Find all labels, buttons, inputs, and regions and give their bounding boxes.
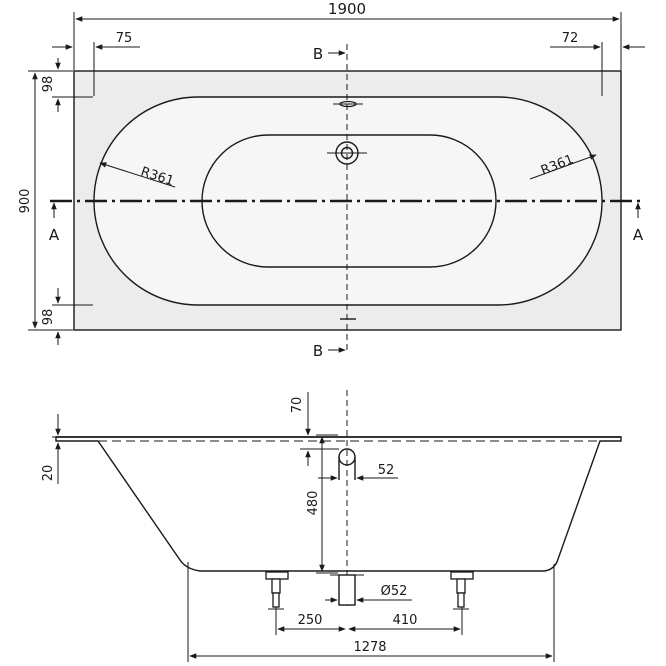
overflow-pipe — [338, 457, 356, 480]
dim-70-label: 70 — [290, 397, 305, 414]
dim-98-bottom-label: 98 — [41, 309, 56, 326]
plan-view: R361 R361 1900 75 72 900 98 98 — [18, 0, 645, 360]
section-a-right-label: A — [633, 226, 644, 244]
section-view: 20 70 52 480 Ø52 250 410 1278 — [41, 390, 622, 662]
dim-20-label: 20 — [41, 465, 56, 482]
dim-410-label: 410 — [393, 613, 418, 628]
section-b-top-label: B — [313, 45, 323, 63]
radius-right-leader — [529, 154, 597, 180]
dim-52-label: 52 — [378, 463, 395, 478]
dim-250-label: 250 — [298, 613, 323, 628]
foot-right — [450, 571, 474, 610]
dim-1278-label: 1278 — [353, 640, 386, 655]
section-b-bottom-label: B — [313, 342, 323, 360]
foot-left — [265, 571, 289, 610]
dim-d52-label: Ø52 — [381, 584, 408, 599]
dim-98-top-label: 98 — [41, 76, 56, 93]
dim-1900-label: 1900 — [328, 0, 366, 18]
dim-75-label: 75 — [116, 31, 133, 46]
tub-outline-section — [55, 436, 622, 572]
dim-900-label: 900 — [18, 189, 33, 214]
radius-left-leader — [99, 162, 176, 188]
dim-480-label: 480 — [306, 491, 321, 516]
overflow-slot — [339, 100, 357, 108]
dim-72-label: 72 — [562, 31, 579, 46]
section-a-left-label: A — [49, 226, 60, 244]
drain-pipe — [338, 574, 356, 606]
